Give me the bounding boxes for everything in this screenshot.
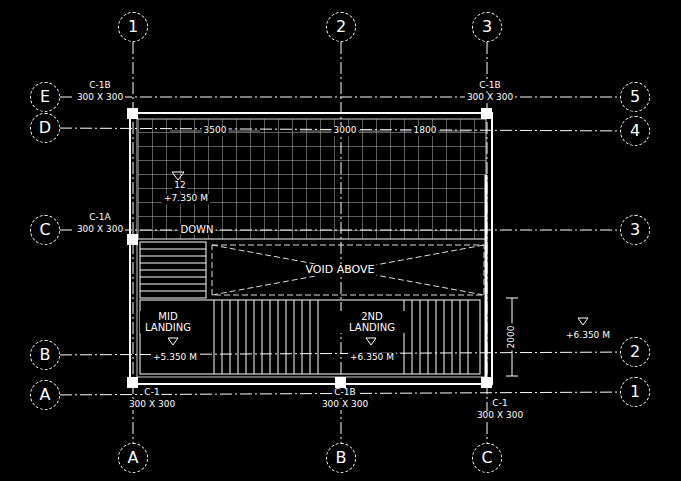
level-marks bbox=[168, 172, 588, 345]
grid-letter: A bbox=[40, 387, 51, 403]
grid-bubble: C bbox=[472, 443, 502, 473]
grid-bubble: B bbox=[326, 443, 356, 473]
grid-letter: 3 bbox=[482, 19, 492, 35]
grid-letter: 5 bbox=[630, 89, 640, 105]
stair-note: DOWN bbox=[179, 224, 216, 235]
grid-letter: 2 bbox=[336, 19, 346, 35]
grid-letter: A bbox=[128, 450, 139, 466]
grid-letter: 1 bbox=[128, 19, 138, 35]
dimension: 2000 bbox=[507, 324, 517, 351]
grid-bubble: 3 bbox=[620, 215, 650, 245]
column-size: 300 X 300 bbox=[320, 400, 370, 410]
grid-line bbox=[60, 97, 620, 98]
grid-letter: B bbox=[40, 347, 51, 363]
column-tag: C-1B bbox=[477, 81, 502, 91]
void-cross bbox=[212, 245, 484, 295]
grid-bubble: 2 bbox=[326, 12, 356, 42]
level-mark: +5.350 M bbox=[151, 353, 199, 363]
level-mark: +6.350 M bbox=[348, 353, 396, 363]
grid-letter: 3 bbox=[630, 222, 640, 238]
column-tag: C-1 bbox=[490, 399, 509, 409]
column-tag: C-1A bbox=[87, 213, 112, 223]
column-size: 300 X 300 bbox=[75, 225, 125, 235]
column-tag: C-1B bbox=[87, 81, 112, 91]
grid-letter: 4 bbox=[630, 123, 640, 139]
grid-line bbox=[133, 42, 134, 443]
grid-letter: D bbox=[39, 120, 51, 136]
column-size: 300 X 300 bbox=[465, 93, 515, 103]
dimension-line bbox=[170, 131, 518, 376]
column-size: 300 X 300 bbox=[127, 400, 177, 410]
dimension: 3500 bbox=[202, 126, 229, 136]
grid-letter: 2 bbox=[630, 344, 640, 360]
landing-name: 2ND LANDING bbox=[339, 311, 405, 333]
dimension: 1800 bbox=[412, 126, 439, 136]
level-mark: +6.350 M bbox=[564, 331, 612, 341]
grid-bubble: E bbox=[30, 82, 60, 112]
grid-letter: C bbox=[481, 450, 492, 466]
columns bbox=[127, 108, 492, 388]
grid-letter: 1 bbox=[630, 384, 640, 400]
landing-name: MID LANDING bbox=[140, 311, 196, 333]
grid-bubble: 1 bbox=[118, 12, 148, 42]
grid-line bbox=[60, 352, 620, 355]
grid-line bbox=[60, 230, 620, 231]
void-note: VOID ABOVE bbox=[303, 264, 376, 276]
grid-bubble: 1 bbox=[620, 377, 650, 407]
grid-letter: E bbox=[40, 89, 50, 105]
grid-bubble: A bbox=[30, 380, 60, 410]
grid-bubble: 3 bbox=[472, 12, 502, 42]
grid-bubble: D bbox=[30, 113, 60, 143]
grid-bubble: B bbox=[30, 340, 60, 370]
column-tag: C-1 bbox=[142, 388, 161, 398]
level-mark: +7.350 M bbox=[162, 194, 210, 204]
stair-treads bbox=[140, 300, 480, 374]
room-number: 12 bbox=[172, 181, 187, 191]
grid-line bbox=[341, 42, 342, 443]
grid-bubble: 2 bbox=[620, 337, 650, 367]
grid-bubble: 4 bbox=[620, 116, 650, 146]
column-size: 300 X 300 bbox=[75, 93, 125, 103]
dimension: 3000 bbox=[332, 126, 359, 136]
column-tag: C-1B bbox=[332, 388, 357, 398]
stair-down bbox=[140, 242, 206, 298]
grid-bubble: A bbox=[118, 443, 148, 473]
grid-letter: C bbox=[39, 222, 50, 238]
grid-bubble: C bbox=[30, 215, 60, 245]
grid-letter: B bbox=[336, 450, 347, 466]
tile-hatch bbox=[138, 119, 486, 239]
walls bbox=[130, 113, 492, 384]
grid-bubble: 5 bbox=[620, 82, 650, 112]
column-size: 300 X 300 bbox=[475, 411, 525, 421]
